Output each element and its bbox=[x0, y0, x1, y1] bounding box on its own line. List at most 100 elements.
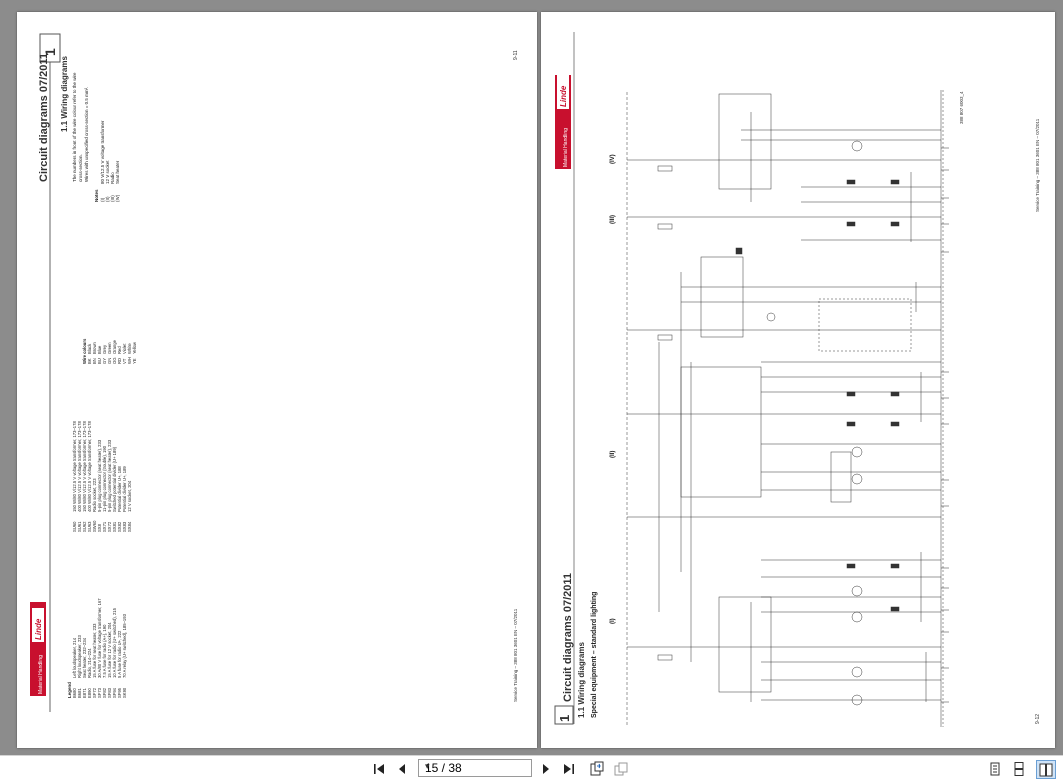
right-chapter-number: 1 bbox=[557, 715, 572, 722]
notes-intro: The numbers in front of the wire colour … bbox=[72, 72, 89, 182]
legend-code: SF73 bbox=[97, 687, 102, 698]
wire-colour: Violet bbox=[122, 343, 127, 354]
next-page-icon bbox=[543, 763, 549, 774]
legend-desc: Potential divider U+, 188 bbox=[117, 466, 122, 512]
linde-logo: Material Handling Linde bbox=[555, 75, 571, 169]
note-text: 80 V/12.5 V voltage transformer bbox=[100, 120, 105, 184]
left-chapter-number: 1 bbox=[42, 48, 58, 56]
legend-heading: Legend bbox=[67, 682, 72, 698]
legend-code: SU60 bbox=[72, 521, 77, 532]
legend-code: SW60 bbox=[92, 520, 97, 532]
legend-desc: 5-pin plug connector (seat heater), 233 bbox=[107, 439, 112, 512]
fit-page-button[interactable] bbox=[588, 760, 606, 777]
notes-heading: Notes bbox=[94, 189, 99, 202]
first-page-button[interactable] bbox=[370, 760, 388, 777]
single-page-icon bbox=[990, 762, 1000, 775]
legend-code: SX84 bbox=[127, 521, 132, 532]
copy-page-button[interactable] bbox=[612, 760, 630, 777]
right-section-title: 1.1 Wiring diagrams bbox=[577, 642, 586, 719]
wire-code: BN bbox=[92, 358, 97, 364]
legend-code: SX71 bbox=[102, 521, 107, 532]
right-page-canvas: Material Handling Linde 1 Circuit diagra… bbox=[554, 32, 1041, 727]
two-page-view-button[interactable] bbox=[1036, 760, 1056, 779]
note-key: (II) bbox=[105, 196, 110, 202]
legend-desc: 400 W/80 V/12.5 V voltage transformer, 1… bbox=[87, 421, 92, 512]
brand-logo-text: Linde bbox=[559, 85, 568, 107]
wire-colour: Orange bbox=[112, 339, 117, 354]
last-page-icon bbox=[564, 763, 574, 774]
legend-desc: 5-pin plug connector (seat heater), 233 bbox=[97, 439, 102, 512]
wire-colour: Grey bbox=[102, 344, 107, 354]
legend-desc: 15 A fuse for seat heater, 233 bbox=[92, 623, 97, 678]
left-page: 1 Circuit diagrams 07/2011 1.1 Wiring di… bbox=[17, 12, 537, 748]
legend-desc: 10 A fuse for radio (U+ switched), 215 bbox=[112, 607, 117, 678]
chevron-down-icon: ▾ bbox=[425, 761, 430, 771]
legend-code: E890 bbox=[87, 688, 92, 698]
right-subsection-title: Special equipment – standard lighting bbox=[591, 592, 598, 718]
notes-list: Notes (I) 80 V/12.5 V voltage transforme… bbox=[94, 120, 120, 202]
zone-label: (IV) bbox=[610, 154, 616, 164]
legend-desc: Left loudspeaker, 214 bbox=[72, 637, 77, 678]
wire-colour: Yellow bbox=[132, 341, 137, 354]
note-key: (I) bbox=[100, 197, 105, 202]
wire-code: WH bbox=[127, 357, 132, 364]
wiring-schematic bbox=[626, 90, 949, 727]
legend-right: SU60 150 W/80 V/12.5 V voltage transform… bbox=[72, 421, 132, 532]
continuous-page-icon bbox=[1014, 761, 1024, 776]
brand-badge: Material Handling bbox=[38, 655, 44, 694]
left-page-canvas: 1 Circuit diagrams 07/2011 1.1 Wiring di… bbox=[30, 33, 519, 712]
right-footer: Service Training – 388 801 3601 EN – 07/… bbox=[1035, 118, 1040, 212]
legend-code: SX83 bbox=[122, 521, 127, 532]
legend-code: SF83 bbox=[107, 687, 112, 698]
zone-label: (II) bbox=[610, 451, 616, 458]
legend-desc: Potential divider U+, 189 bbox=[122, 466, 127, 512]
right-chapter-title: Circuit diagrams 07/2011 bbox=[562, 573, 574, 702]
legend-desc: 150 W/80 V/12.5 V voltage transformer, 1… bbox=[72, 421, 77, 512]
note-text: Radio bbox=[110, 172, 115, 184]
legend-desc: Radio socket, 223 bbox=[92, 478, 97, 512]
legend-desc: 11-pin plug connector (trouble), 190 bbox=[102, 445, 107, 512]
brand-badge: Material Handling bbox=[563, 128, 569, 167]
legend-left: B680 Left loudspeaker, 214 B681 Right lo… bbox=[72, 598, 127, 698]
notes-intro-line: Wires with unspecified cross-section = 0… bbox=[84, 87, 89, 182]
legend-code: B680 bbox=[72, 688, 77, 698]
wire-code: RD bbox=[117, 358, 122, 364]
fit-page-icon bbox=[590, 761, 604, 775]
two-page-icon bbox=[1039, 763, 1053, 776]
zone-label: (III) bbox=[610, 215, 616, 224]
legend-code: SF72 bbox=[92, 687, 97, 698]
wire-colour: Green bbox=[107, 342, 112, 354]
wire-code: BK bbox=[87, 358, 92, 364]
right-page-number: 9-12 bbox=[1035, 714, 1041, 724]
next-page-button[interactable] bbox=[537, 760, 555, 777]
right-page: Material Handling Linde 1 Circuit diagra… bbox=[541, 12, 1055, 748]
previous-page-button[interactable] bbox=[393, 760, 411, 777]
document-viewer[interactable]: 1 Circuit diagrams 07/2011 1.1 Wiring di… bbox=[0, 0, 1063, 755]
last-page-button[interactable] bbox=[560, 760, 578, 777]
wire-colour: Black bbox=[87, 343, 92, 354]
legend-desc: Switched potential divider (U+ 189) bbox=[112, 446, 117, 512]
note-text: Seat heater bbox=[115, 160, 120, 184]
notes-intro-line: The numbers in front of the wire colour … bbox=[72, 72, 77, 182]
wire-code: YE bbox=[132, 358, 137, 364]
notes-intro-line: cross-section. bbox=[78, 154, 83, 182]
copy-icon bbox=[614, 762, 628, 775]
wire-colour: Brown bbox=[92, 341, 97, 354]
left-section-title: 1.1 Wiring diagrams bbox=[60, 56, 69, 133]
page-selector[interactable]: 15 / 38 ▾ bbox=[418, 759, 532, 777]
legend-desc: 400 W/80 V/12.5 V voltage transformer, 1… bbox=[77, 421, 82, 512]
wire-colour: Red bbox=[117, 346, 122, 354]
note-key: (III) bbox=[110, 195, 115, 202]
single-page-view-button[interactable] bbox=[986, 760, 1004, 777]
wire-code: GY bbox=[102, 358, 107, 364]
legend-desc: 150 W/80 V/12.5 V voltage transformer, 1… bbox=[82, 421, 87, 512]
legend-desc: 30 A/80 V fuse for voltage transformer, … bbox=[97, 598, 102, 678]
legend-code: SU61 bbox=[77, 521, 82, 532]
continuous-view-button[interactable] bbox=[1010, 760, 1028, 777]
first-page-icon bbox=[374, 763, 384, 774]
note-key: (IV) bbox=[115, 194, 120, 202]
legend-desc: Seat heater, 232–234 bbox=[82, 637, 87, 678]
legend-code: SF82 bbox=[102, 687, 107, 698]
legend-desc: 7.5 A fuse for radio (A+), 190 bbox=[102, 624, 107, 678]
previous-page-icon bbox=[399, 763, 405, 774]
